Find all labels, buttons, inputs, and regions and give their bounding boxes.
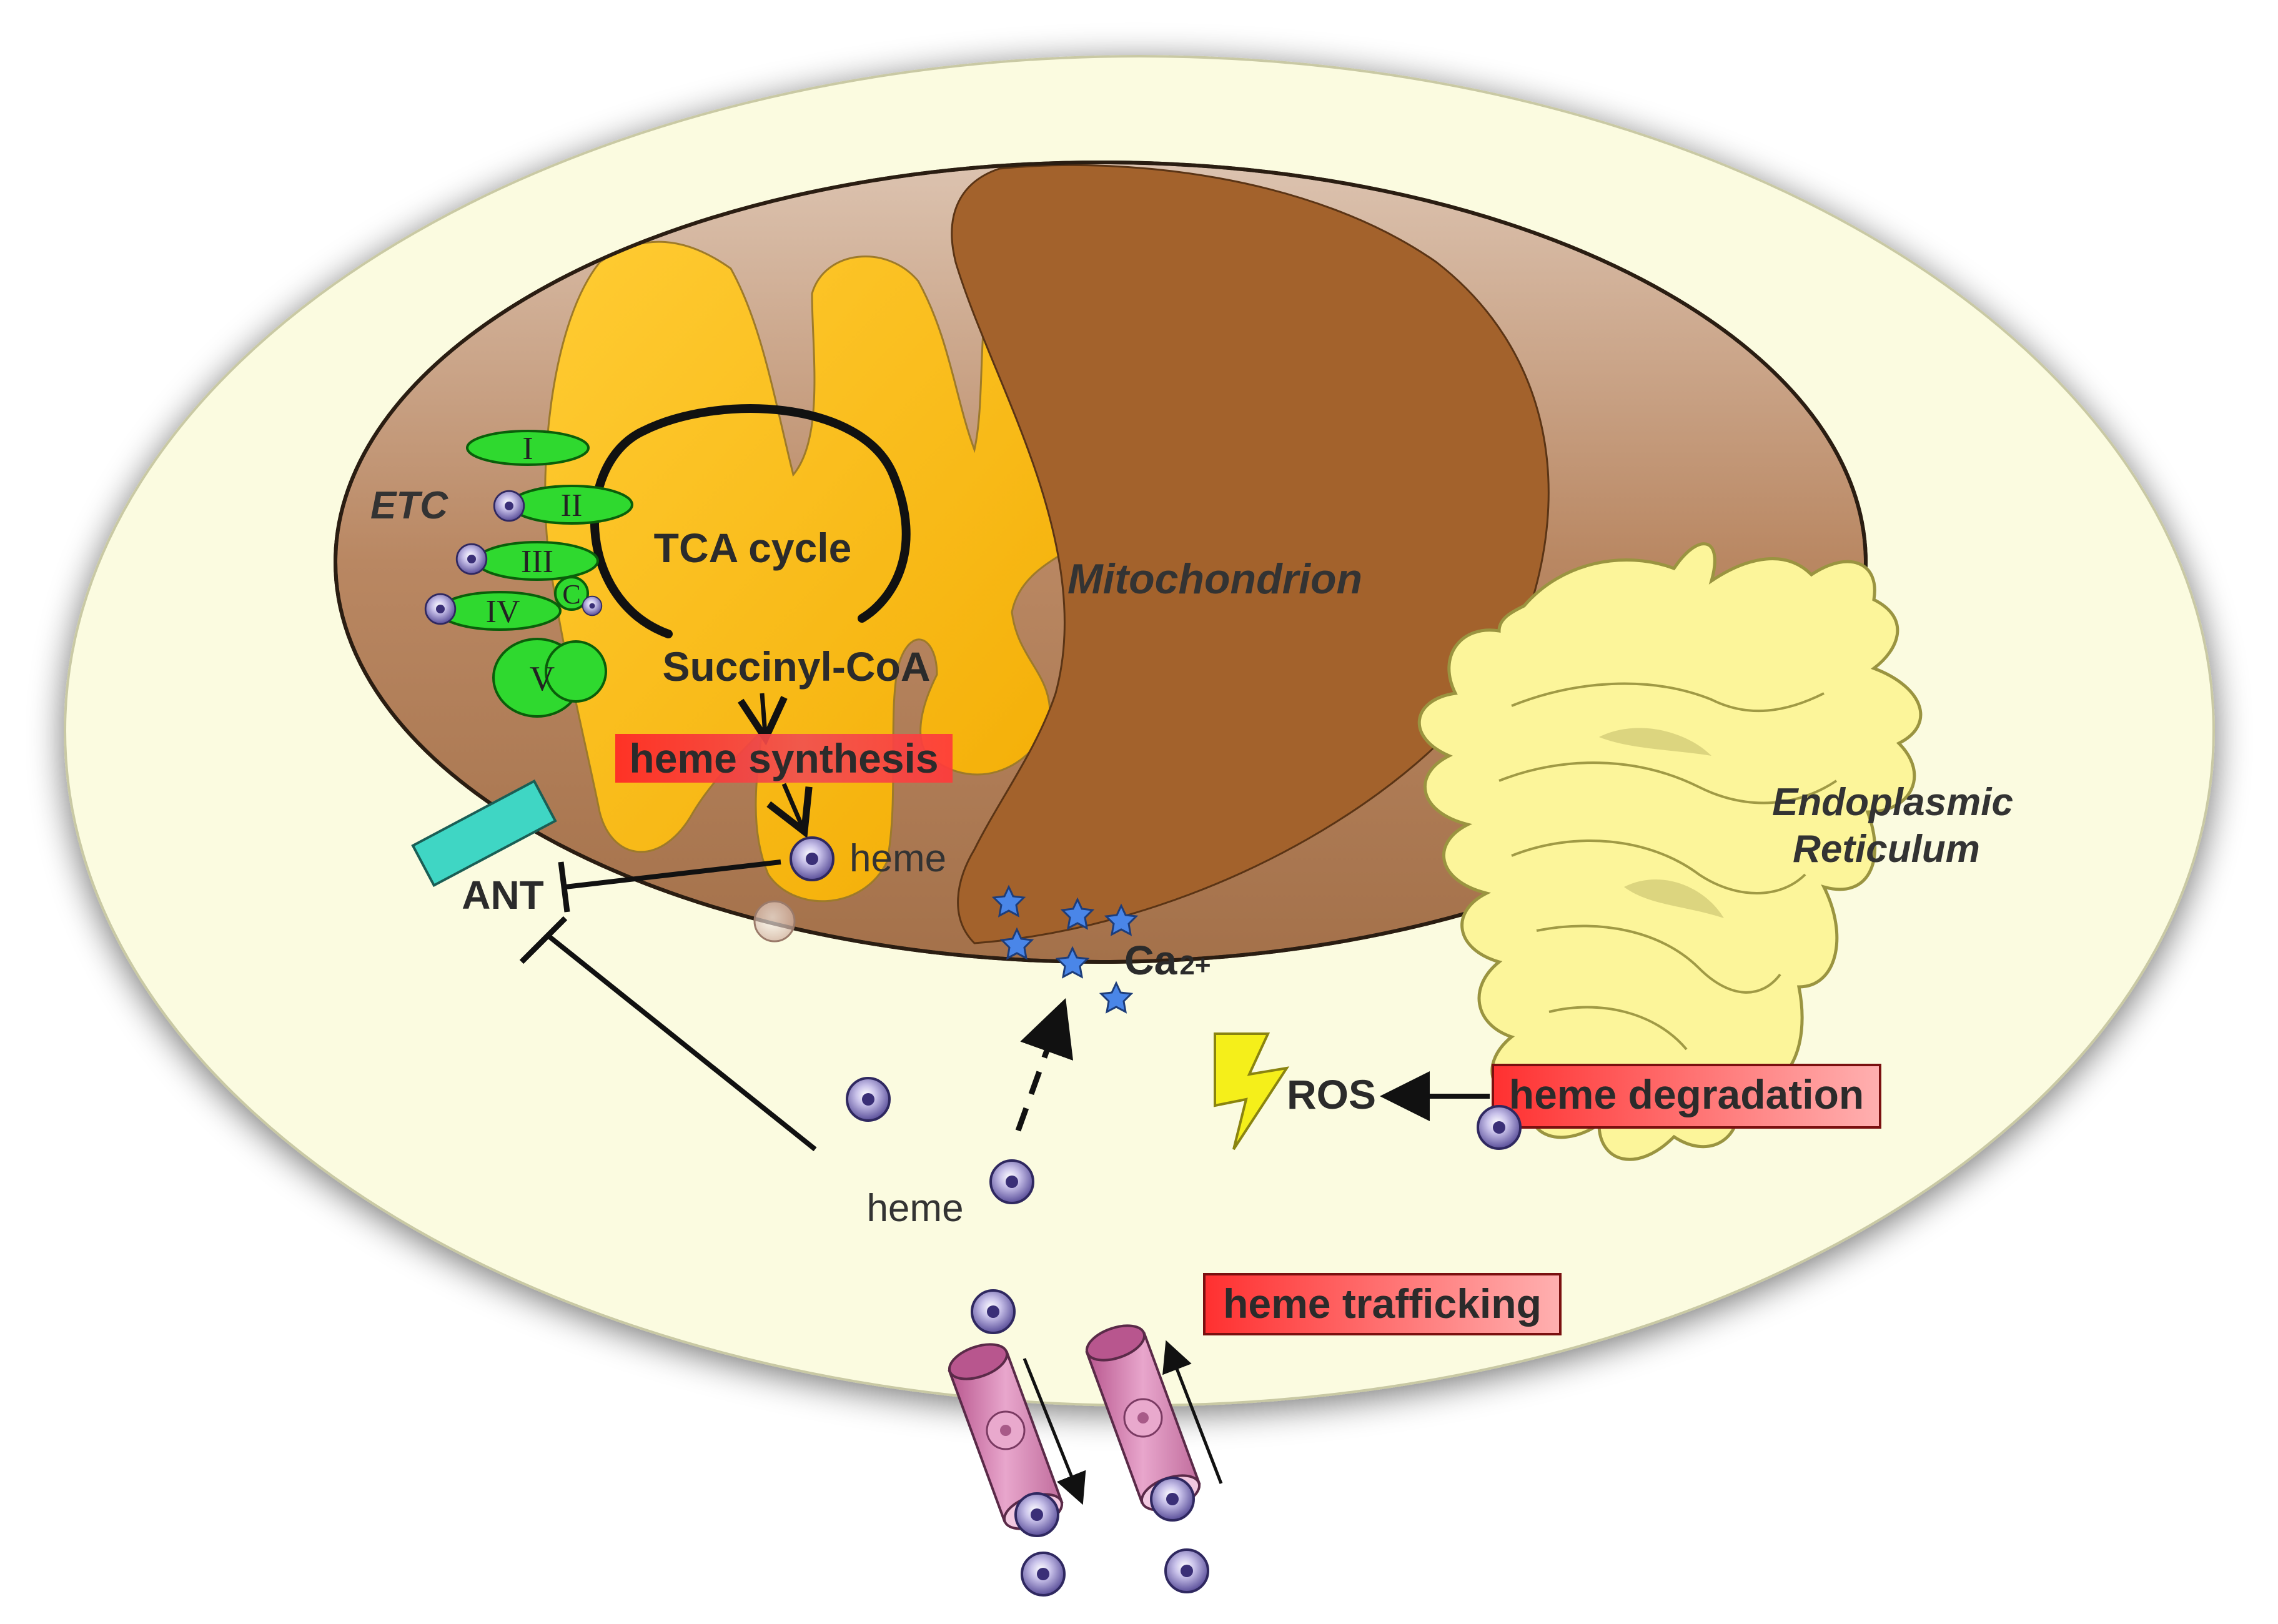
- heme-ghost-molecule: [753, 900, 796, 943]
- er-lumen-2: [1624, 879, 1724, 918]
- transporter-2-top: [1085, 1324, 1146, 1362]
- etc-heme-3: [455, 543, 488, 575]
- heme-trafficking-label: heme trafficking: [1223, 1280, 1542, 1327]
- er-lumen-1: [1599, 728, 1711, 756]
- etc-complex-2-label: II: [561, 488, 583, 523]
- heme-cytosol-label: heme: [866, 1187, 963, 1230]
- export-arrow: [1162, 1340, 1223, 1484]
- cyto-heme-inhibits-ant-line: [548, 934, 817, 1152]
- etc-complex-1-label: I: [522, 431, 533, 467]
- heme-to-calcium-dashed-arrow: [1015, 998, 1074, 1132]
- tca-cycle-label: TCA cycle: [654, 525, 852, 571]
- ant-label: ANT: [462, 873, 544, 918]
- ca-star-6: [1099, 981, 1134, 1014]
- cytochrome-c-heme: [582, 595, 603, 616]
- heme-molecule-exporter-base: [1150, 1477, 1195, 1522]
- ca-star-5: [1055, 946, 1090, 979]
- heme-inhibits-ant-bar: [558, 861, 570, 913]
- import-arrow: [1023, 1358, 1086, 1505]
- ca-star-3: [1104, 903, 1139, 936]
- er-label-line2: Reticulum: [1793, 828, 1980, 871]
- heme-trafficking-box: [1203, 1273, 1562, 1335]
- heme-molecule-mito: [790, 836, 834, 881]
- cytochrome-c-label: C: [562, 579, 580, 610]
- transporter-1-heme-core: [1000, 1425, 1011, 1436]
- heme-molecule-cytosol-1: [846, 1077, 891, 1122]
- etc-complex-5-head: [545, 640, 607, 703]
- er-cisternae-4: [1536, 924, 1781, 994]
- er-cisternae-1: [1511, 682, 1825, 713]
- heme-synthesis-box: [615, 734, 953, 783]
- ant-transporter: [411, 779, 557, 888]
- etc-complexes: ETC I II III IV C V: [370, 430, 633, 718]
- heme-degradation-box: [1492, 1064, 1881, 1129]
- er-label-line1: Endoplasmic: [1772, 781, 2013, 824]
- succinyl-coa-label: Succinyl-CoA: [662, 643, 930, 690]
- heme-synthesis-label: heme synthesis: [629, 735, 938, 781]
- etc-complex-5-label: V: [530, 660, 555, 698]
- er-cisternae-5: [1548, 1006, 1688, 1051]
- etc-complex-4-label: IV: [486, 594, 520, 630]
- ca-star-4: [999, 927, 1034, 960]
- synthesis-to-heme-arrow: [766, 783, 813, 839]
- heme-degradation-label: heme degradation: [1509, 1071, 1864, 1117]
- transporter-2-heme-core: [1137, 1412, 1149, 1423]
- etc-label: ETC: [370, 484, 448, 527]
- mitochondrial-matrix: [951, 164, 1550, 944]
- heme-molecule-entering: [971, 1289, 1016, 1334]
- er-cisternae-3: [1511, 839, 1806, 894]
- calcium-label: Ca2+: [1124, 937, 1211, 983]
- heme-molecule-extracellular-2: [1164, 1548, 1209, 1593]
- etc-complex-1: [466, 430, 590, 466]
- ca-star-2: [1060, 897, 1095, 930]
- ca-star-1: [991, 884, 1026, 918]
- er-cisternae-2: [1498, 761, 1838, 805]
- succinyl-to-synthesis-arrow: [738, 693, 788, 746]
- cyto-heme-inhibits-ant-bar: [519, 916, 568, 964]
- etc-heme-4: [424, 593, 457, 625]
- heme-molecule-importer-exit: [1014, 1492, 1059, 1537]
- heme-mito-label: heme: [849, 837, 946, 880]
- heme-molecule-cytosol-2: [989, 1159, 1034, 1204]
- ros-label: ROS: [1287, 1071, 1376, 1117]
- etc-complex-3-label: III: [521, 544, 553, 580]
- mitochondrion-outline: [334, 161, 1868, 964]
- mitochondrion-label: Mitochondrion: [1067, 555, 1362, 603]
- ros-lightning-icon: [1214, 1032, 1290, 1151]
- transporter-1-top: [948, 1343, 1009, 1380]
- tca-cycle-arc: [590, 404, 911, 638]
- cytochrome-c: [554, 576, 589, 611]
- heme-molecule-er: [1477, 1105, 1522, 1150]
- tca-cycle: TCA cycle: [590, 404, 911, 638]
- calcium-ions: [991, 884, 1139, 1014]
- heme-molecule-extracellular-1: [1021, 1552, 1066, 1597]
- etc-heme-2: [493, 490, 525, 522]
- heme-inhibits-ant-line: [565, 859, 781, 889]
